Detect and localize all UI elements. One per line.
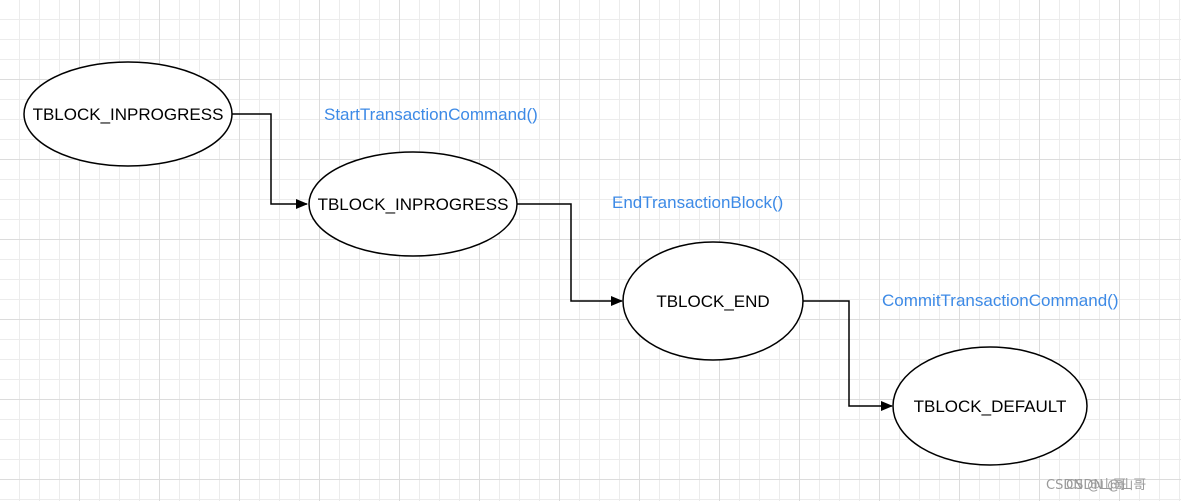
state-label: TBLOCK_END <box>656 292 769 311</box>
edge-label-start-transaction: StartTransactionCommand() <box>324 105 538 124</box>
state-node-inprogress-2: TBLOCK_INPROGRESS <box>308 151 518 257</box>
state-ellipse <box>308 151 518 257</box>
state-ellipse <box>892 346 1088 466</box>
state-label: TBLOCK_INPROGRESS <box>318 195 509 214</box>
edge-end-to-default <box>803 300 893 411</box>
state-node-default: TBLOCK_DEFAULT <box>892 346 1088 466</box>
state-node-end: TBLOCK_END <box>622 241 804 361</box>
edge-label-end-transaction-block: EndTransactionBlock() <box>612 193 783 212</box>
watermark: CSDN @山哥 <box>1046 478 1126 493</box>
state-label: TBLOCK_DEFAULT <box>914 397 1067 416</box>
state-ellipse <box>23 61 233 167</box>
edge-inprogress-to-end <box>517 203 623 306</box>
edge-inprogress-to-inprogress <box>232 113 308 209</box>
state-label: TBLOCK_INPROGRESS <box>33 105 224 124</box>
watermark-overlap: CSDN @山哥 <box>1066 478 1146 493</box>
edge-label-commit-transaction: CommitTransactionCommand() <box>882 291 1118 310</box>
state-node-inprogress-1: TBLOCK_INPROGRESS <box>23 61 233 167</box>
state-ellipse <box>622 241 804 361</box>
